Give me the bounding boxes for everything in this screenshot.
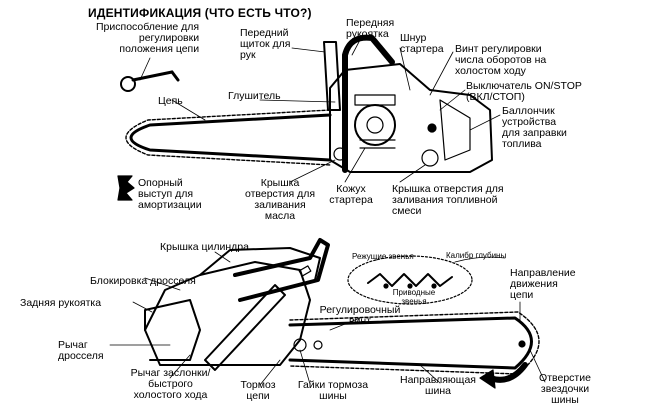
top-rear-handle [439, 99, 471, 161]
label-throttle-trigger: Рычаг дросселя [58, 339, 104, 362]
label-chain: Цепь [158, 95, 183, 107]
label-guide-bar: Направляющая шина [400, 374, 476, 397]
label-starter-cord: Шнур стартера [400, 32, 444, 55]
label-muffler: Глушитель [228, 90, 281, 102]
label-starter-cover: Кожух стартера [329, 183, 373, 206]
label-front-guard: Передний щиток для рук [240, 27, 291, 61]
top-front-guard [323, 41, 341, 111]
top-guide-bar [129, 113, 332, 162]
adjust-tool-icon [120, 70, 180, 92]
label-oil-cap: Крышка отверстия для заливания масла [244, 177, 316, 222]
label-sprocket-hole: Отверстие звездочки шины [539, 372, 591, 406]
label-choke-lever: Рычаг заслонки/ быстрого холостого хода [130, 367, 211, 401]
top-saw-illustration [117, 34, 493, 201]
bumper-spike-icon [117, 175, 135, 201]
label-bumper-spike: Опорный выступ для амортизации [138, 177, 202, 211]
label-adjust-tool: Приспособление для регулировки положения… [96, 21, 200, 55]
label-throttle-lock: Блокировка дросселя [90, 275, 196, 287]
label-cylinder-cover: Крышка цилиндра [160, 241, 249, 253]
label-fuel-primer: Баллончик устройства для заправки топлив… [502, 105, 567, 150]
label-drive-direction: Направление движения цепи [510, 267, 576, 301]
bottom-rear-handle [144, 299, 201, 361]
chain-detail-inset [347, 255, 506, 305]
label-cutters: Режущие звенья [352, 252, 414, 261]
bottom-front-handle [233, 238, 330, 302]
label-fuel-cap: Крышка отверстия для заливания топливной… [392, 183, 504, 217]
label-depth-gauge: Калибр глубины [446, 251, 507, 260]
page-title: ИДЕНТИФИКАЦИЯ (ЧТО ЕСТЬ ЧТО?) [88, 6, 312, 20]
top-starter-cover [354, 104, 396, 146]
top-chain [125, 109, 331, 166]
label-tension-screw: Регулировочный винт [319, 304, 401, 327]
bottom-saw-illustration [144, 238, 540, 389]
label-chain-brake: Тормоз цепи [240, 379, 276, 402]
bottom-cylinder-cover [199, 247, 321, 281]
bottom-guide-bar [288, 316, 533, 370]
label-front-handle: Передняя рукоятка [346, 17, 395, 40]
label-on-stop-switch: Выключатель ON/STOP (ВКЛ/СТОП) [466, 80, 582, 103]
label-brake-nuts: Гайки тормоза шины [297, 379, 369, 402]
top-front-handle [342, 34, 395, 173]
label-drive-links: Приводные звенья [392, 288, 436, 306]
label-rear-handle: Задняя рукоятка [20, 297, 102, 309]
sprocket-hole [518, 340, 526, 348]
label-idle-screw: Винт регулировки числа оборотов на холос… [455, 43, 547, 77]
